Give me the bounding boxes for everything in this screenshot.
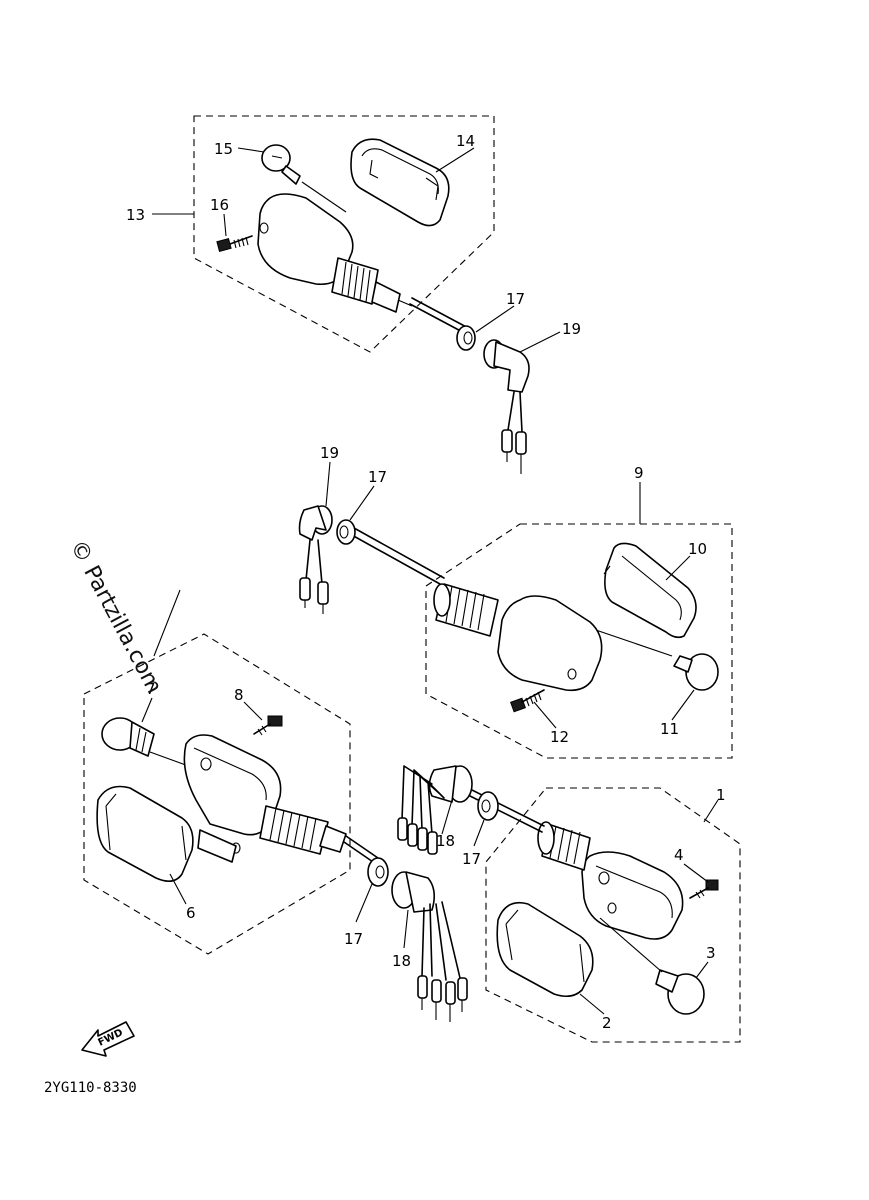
assembly-left-group: [83, 589, 379, 955]
assembly-13-group: [152, 115, 495, 353]
lens-6[interactable]: [96, 785, 194, 882]
lens-14[interactable]: [350, 138, 450, 227]
callout-15: 15: [214, 140, 233, 158]
fwd-arrow-icon: FWD: [81, 1021, 135, 1057]
callout-8: 8: [234, 686, 244, 704]
screw-12[interactable]: [510, 689, 545, 713]
grommet-17-lower-left[interactable]: [367, 857, 389, 887]
grommet-17-middle[interactable]: [336, 519, 356, 545]
screw-16[interactable]: [216, 235, 253, 252]
assembly-9-group: [425, 482, 733, 759]
callout-4: 4: [674, 846, 684, 864]
callout-19-top: 19: [562, 320, 581, 338]
callout-17-lower-right: 17: [462, 850, 481, 868]
callout-17-top: 17: [506, 290, 525, 308]
callout-19-middle: 19: [320, 444, 339, 462]
callout-10: 10: [688, 540, 707, 558]
lens-2[interactable]: [496, 901, 594, 998]
watermark: © Partzilla.com: [65, 536, 167, 698]
callout-11: 11: [660, 720, 679, 738]
housing-13[interactable]: [257, 193, 413, 313]
bulb-15[interactable]: [261, 144, 301, 185]
callout-18-lower-left: 18: [392, 952, 411, 970]
boot-19-top[interactable]: [483, 339, 530, 474]
callout-9: 9: [634, 464, 644, 482]
callout-12: 12: [550, 728, 569, 746]
bulb-11[interactable]: [673, 653, 719, 691]
assembly-1-group: [485, 787, 741, 1043]
callout-3: 3: [706, 944, 716, 962]
assembly-left-outline: [83, 633, 351, 955]
callout-17-middle: 17: [368, 468, 387, 486]
callout-7: 7: [146, 680, 156, 698]
callout-1: 1: [716, 786, 726, 804]
housing-1[interactable]: [537, 821, 684, 940]
callout-17-lower-left: 17: [344, 930, 363, 948]
screw-8[interactable]: [253, 715, 283, 736]
callout-14: 14: [456, 132, 475, 150]
screw-4[interactable]: [689, 879, 719, 899]
assembly-9-outline: [425, 523, 733, 759]
callout-18-lower-right: 18: [436, 832, 455, 850]
callout-6: 6: [186, 904, 196, 922]
grommet-17-top[interactable]: [456, 325, 476, 351]
callout-13: 13: [126, 206, 145, 224]
cable-middle: [349, 527, 445, 585]
assembly-1-outline: [485, 787, 741, 1043]
boot-18-lower-right[interactable]: [397, 765, 473, 855]
bulb-3[interactable]: [655, 969, 705, 1015]
callout-16: 16: [210, 196, 229, 214]
grommet-17-lower-right[interactable]: [477, 791, 499, 821]
housing-left[interactable]: [183, 734, 347, 863]
boot-19-middle[interactable]: [298, 505, 333, 614]
housing-9[interactable]: [433, 583, 603, 692]
callout-2: 2: [602, 1014, 612, 1032]
boot-18-lower-left[interactable]: [391, 871, 468, 1022]
bulb-7[interactable]: [101, 717, 155, 757]
diagram-code: 2YG110-8330: [44, 1080, 137, 1096]
lens-10[interactable]: [603, 542, 697, 639]
